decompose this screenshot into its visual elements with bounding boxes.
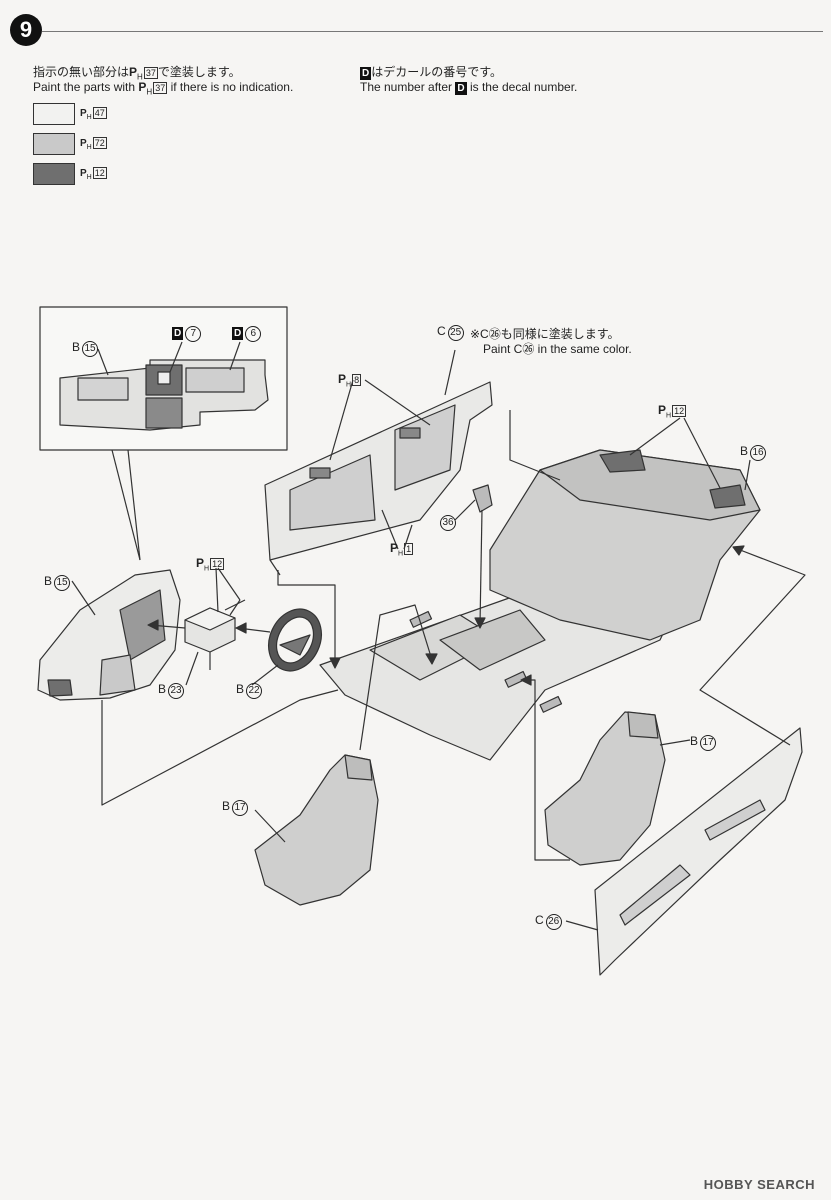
note-c26-en: Paint C㉖ in the same color.	[483, 342, 632, 356]
note-c26-jp: ※C㉖も同様に塗装します。	[470, 327, 620, 341]
swatch-47	[33, 103, 75, 125]
step-number-badge: 9	[10, 14, 42, 46]
swatch-12	[33, 163, 75, 185]
header-rule	[42, 31, 823, 32]
label-part-36: 36	[438, 514, 456, 531]
decal-note-en: The number after D is the decal number.	[360, 80, 578, 95]
swatch-72	[33, 133, 75, 155]
watermark: HOBBY SEARCH	[703, 1177, 815, 1192]
